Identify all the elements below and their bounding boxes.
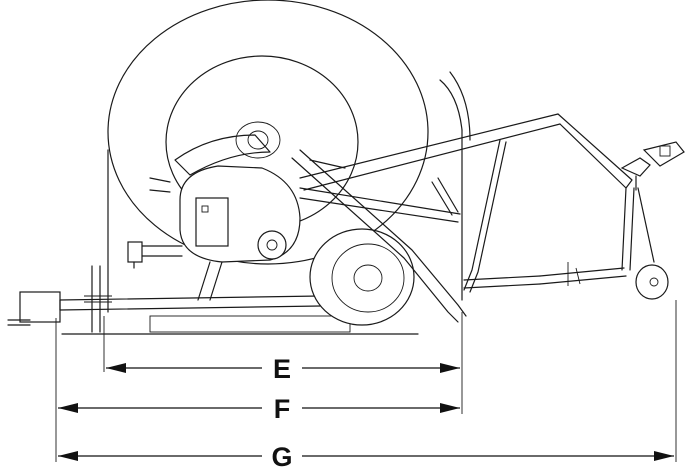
- dimension-label-E: E: [273, 354, 291, 384]
- sprinkler-cart: [463, 141, 685, 300]
- carriage-frame: [291, 113, 633, 323]
- dimension-lines: [55, 300, 677, 462]
- trailer-wheel: [309, 228, 415, 326]
- gearbox-housing: [149, 134, 301, 301]
- dimension-F: F: [58, 394, 460, 424]
- trailer-chassis: [7, 265, 419, 335]
- dimension-label-G: G: [271, 442, 292, 472]
- dimension-label-F: F: [274, 394, 291, 424]
- dimension-E: E: [106, 354, 460, 384]
- dimension-G: G: [58, 442, 674, 472]
- inlet-pipe: [127, 241, 183, 269]
- hose-drum: [107, 0, 471, 313]
